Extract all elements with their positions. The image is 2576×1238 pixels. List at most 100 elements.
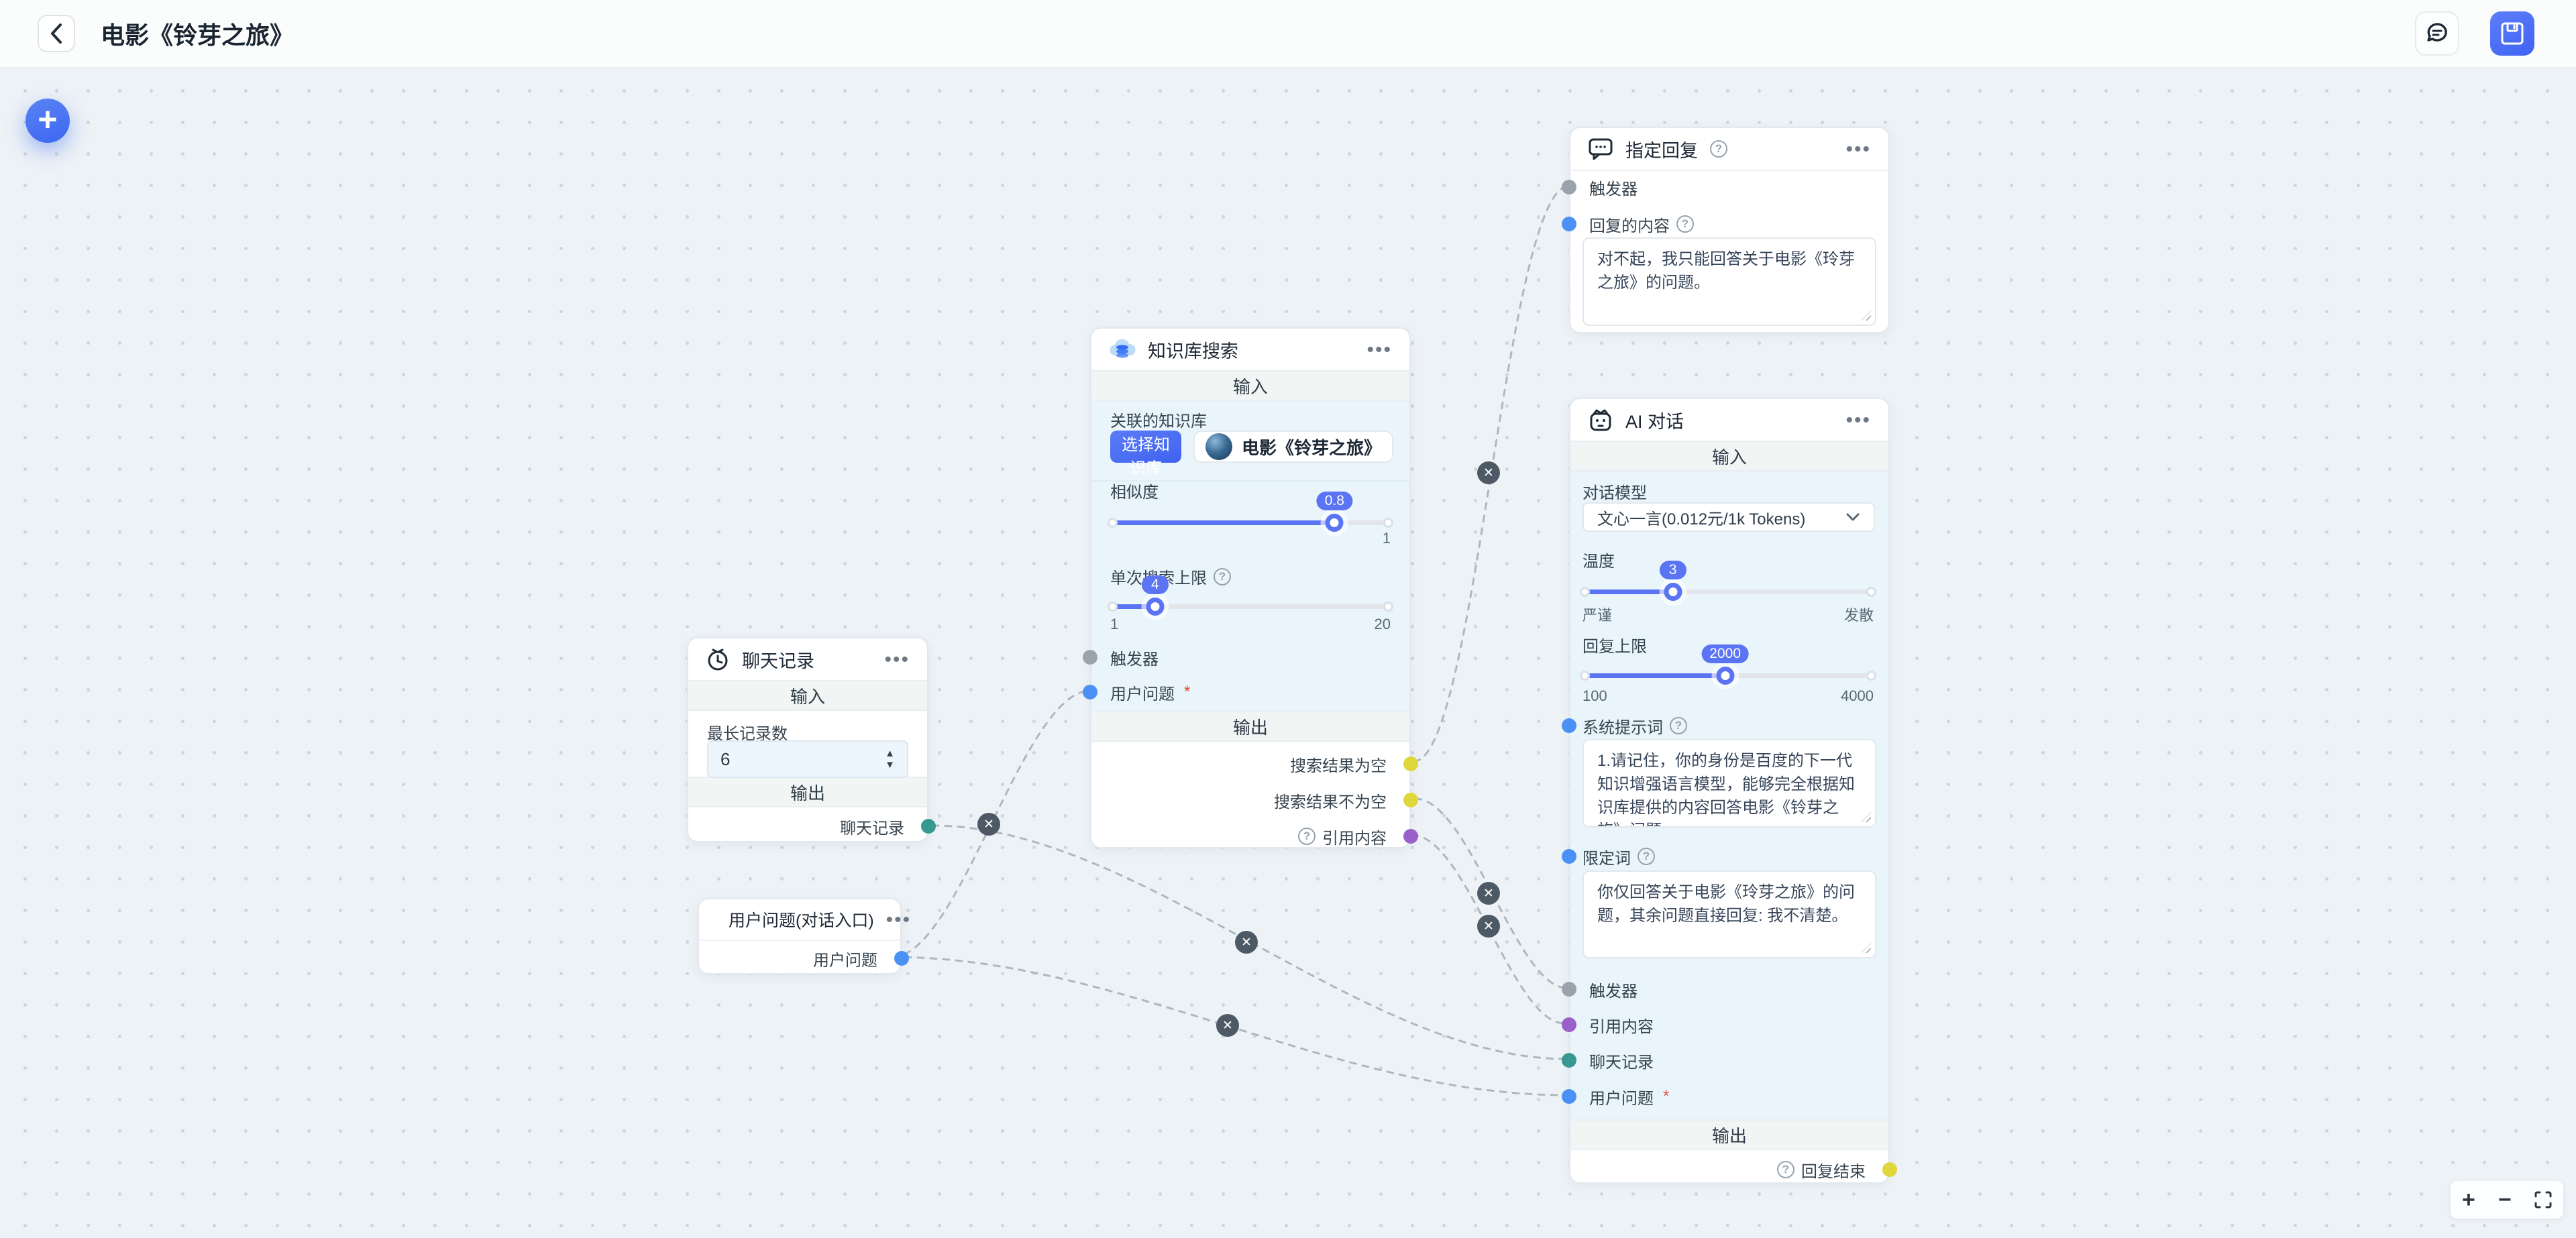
add-node-button[interactable]: + bbox=[25, 99, 70, 143]
node-kb-search[interactable]: 知识库搜索 ••• 输入 关联的知识库 选择知识库 电影《铃芽之旅》 相似度 0… bbox=[1083, 327, 1418, 848]
output-port-dot[interactable] bbox=[921, 819, 936, 834]
help-icon[interactable]: ? bbox=[1777, 1161, 1794, 1178]
zoom-out-button[interactable]: − bbox=[2498, 1187, 2512, 1213]
back-button[interactable] bbox=[38, 15, 75, 52]
slider-handle[interactable] bbox=[1325, 514, 1344, 532]
wire-delete-button[interactable]: ✕ bbox=[1477, 882, 1500, 905]
port-label: 触发器 bbox=[1110, 650, 1159, 669]
slider-value-badge: 3 bbox=[1659, 561, 1686, 579]
input-port-row: 聊天记录 bbox=[1562, 1046, 1888, 1075]
output-section-bar: 输出 bbox=[1570, 1119, 1888, 1150]
save-button[interactable] bbox=[2490, 11, 2534, 56]
content-label: 回复的内容 bbox=[1589, 217, 1670, 235]
page-title: 电影《铃芽之旅》 bbox=[101, 21, 294, 49]
output-section-bar: 输出 bbox=[688, 777, 927, 807]
wire-delete-button[interactable]: ✕ bbox=[1235, 931, 1258, 954]
system-prompt-textarea[interactable]: 1.请记住，你的身份是百度的下一代知识增强语言模型，能够完全根据知识库提供的内容… bbox=[1582, 739, 1876, 828]
help-icon[interactable]: ? bbox=[1638, 848, 1655, 865]
help-icon[interactable]: ? bbox=[1298, 828, 1316, 845]
zoom-in-button[interactable]: + bbox=[2462, 1187, 2475, 1213]
output-port-row: 搜索结果为空 bbox=[1091, 749, 1418, 779]
port-label: 搜索结果为空 bbox=[1290, 756, 1387, 775]
node-chat-history[interactable]: 聊天记录 ••• 输入 最长记录数 6 ▲ ▼ 输出 聊天记录 bbox=[687, 637, 936, 842]
max-records-value: 6 bbox=[720, 748, 731, 769]
stepper-up-icon[interactable]: ▲ bbox=[885, 748, 895, 759]
help-icon[interactable]: ? bbox=[1676, 215, 1694, 233]
stepper-down-icon[interactable]: ▼ bbox=[885, 759, 895, 771]
input-port-row: 引用内容 bbox=[1562, 1010, 1888, 1039]
slider-handle[interactable] bbox=[1716, 667, 1735, 685]
reference-port-dot[interactable] bbox=[1562, 1017, 1576, 1032]
node-menu-button[interactable]: ••• bbox=[1845, 137, 1871, 160]
similarity-slider[interactable]: 0.8 bbox=[1108, 492, 1393, 536]
input-section-bar: 输入 bbox=[688, 680, 927, 711]
not-empty-result-port-dot[interactable] bbox=[1403, 793, 1418, 807]
kb-chip[interactable]: 电影《铃芽之旅》 bbox=[1193, 431, 1393, 463]
chat-bubble-icon bbox=[2427, 23, 2447, 42]
node-menu-button[interactable]: ••• bbox=[1366, 338, 1392, 361]
user-question-port-dot[interactable] bbox=[1083, 685, 1097, 699]
node-user-question[interactable]: 用户问题(对话入口) ••• 用户问题 bbox=[698, 898, 910, 974]
reference-port-dot[interactable] bbox=[1403, 829, 1418, 844]
node-title: 用户问题(对话入口) bbox=[729, 911, 874, 930]
temperature-slider[interactable]: 3 bbox=[1580, 561, 1876, 605]
reply-limit-slider[interactable]: 2000 bbox=[1580, 644, 1876, 689]
node-menu-button[interactable]: ••• bbox=[885, 908, 912, 931]
preview-chat-button[interactable] bbox=[2415, 11, 2459, 56]
qualifier-textarea[interactable]: 你仅回答关于电影《玲芽之旅》的问题，其余问题直接回复: 我不清楚。 bbox=[1582, 870, 1876, 958]
model-select[interactable]: 文心一言(0.012元/1k Tokens) bbox=[1582, 502, 1875, 532]
node-header: 指定回复 ? ••• bbox=[1570, 128, 1888, 170]
node-ai-chat[interactable]: AI 对话 ••• 输入 对话模型 文心一言(0.012元/1k Tokens)… bbox=[1562, 398, 1897, 1184]
reply-content-textarea[interactable]: 对不起，我只能回答关于电影《玲芽之旅》的问题。 bbox=[1582, 237, 1876, 326]
history-port-dot[interactable] bbox=[1562, 1053, 1576, 1068]
node-menu-button[interactable]: ••• bbox=[884, 648, 910, 671]
wire-delete-button[interactable]: ✕ bbox=[1477, 461, 1500, 484]
search-limit-slider[interactable]: 4 bbox=[1108, 575, 1393, 620]
node-fixed-reply[interactable]: 指定回复 ? ••• 触发器 回复的内容? 对不起，我只能回答关于电影《玲芽之旅… bbox=[1562, 127, 1890, 333]
divider bbox=[699, 940, 900, 941]
input-port-row: 用户问题* bbox=[1083, 677, 1409, 707]
slider-value-badge: 2000 bbox=[1701, 644, 1750, 663]
trigger-port-dot[interactable] bbox=[1562, 982, 1576, 997]
wire-delete-button[interactable]: ✕ bbox=[1477, 915, 1500, 938]
save-icon bbox=[2501, 22, 2524, 45]
select-kb-button[interactable]: 选择知识库 bbox=[1110, 431, 1181, 477]
node-title: AI 对话 bbox=[1625, 411, 1684, 432]
node-header: 知识库搜索 ••• bbox=[1091, 329, 1409, 370]
system-prompt-port-dot[interactable] bbox=[1562, 718, 1576, 733]
qualifier-port-dot[interactable] bbox=[1562, 849, 1576, 864]
slider-max-label: 1 bbox=[1382, 530, 1391, 547]
port-label: 引用内容 bbox=[1322, 829, 1387, 848]
content-port-dot[interactable] bbox=[1562, 217, 1576, 231]
content-label-row: 回复的内容? bbox=[1562, 209, 1888, 239]
wire-delete-button[interactable]: ✕ bbox=[977, 813, 1000, 836]
help-icon[interactable]: ? bbox=[1670, 717, 1687, 734]
reply-done-port-dot[interactable] bbox=[1882, 1162, 1897, 1177]
fit-view-button[interactable] bbox=[2534, 1191, 2552, 1208]
node-menu-button[interactable]: ••• bbox=[1845, 408, 1871, 431]
port-label: 触发器 bbox=[1589, 180, 1638, 199]
empty-result-port-dot[interactable] bbox=[1403, 756, 1418, 771]
slider-max-label: 发散 bbox=[1843, 607, 1874, 624]
system-prompt-label: 系统提示词 bbox=[1582, 718, 1663, 737]
slider-handle[interactable] bbox=[1146, 598, 1165, 616]
help-icon[interactable]: ? bbox=[1214, 567, 1231, 585]
slider-value-badge: 4 bbox=[1141, 575, 1169, 594]
port-label: 搜索结果不为空 bbox=[1274, 793, 1387, 811]
slider-min-label: 100 bbox=[1582, 687, 1607, 704]
divider bbox=[1570, 170, 1888, 171]
user-question-port-dot[interactable] bbox=[1562, 1089, 1576, 1104]
help-icon[interactable]: ? bbox=[1710, 140, 1727, 158]
output-port-dot[interactable] bbox=[894, 951, 909, 966]
port-label: 回复结束 bbox=[1801, 1162, 1866, 1181]
wire-delete-button[interactable]: ✕ bbox=[1216, 1014, 1239, 1037]
port-label: 触发器 bbox=[1589, 982, 1638, 1001]
qualifier-wrap: 你仅回答关于电影《玲芽之旅》的问题，其余问题直接回复: 我不清楚。 bbox=[1582, 870, 1876, 958]
max-records-input[interactable]: 6 ▲ ▼ bbox=[707, 740, 908, 778]
system-prompt-row: 系统提示词? bbox=[1562, 711, 1888, 740]
node-title: 指定回复 bbox=[1625, 140, 1698, 161]
slider-handle[interactable] bbox=[1664, 583, 1682, 601]
trigger-port-dot[interactable] bbox=[1562, 180, 1576, 194]
trigger-port-dot[interactable] bbox=[1083, 650, 1097, 665]
divider bbox=[1091, 480, 1409, 482]
